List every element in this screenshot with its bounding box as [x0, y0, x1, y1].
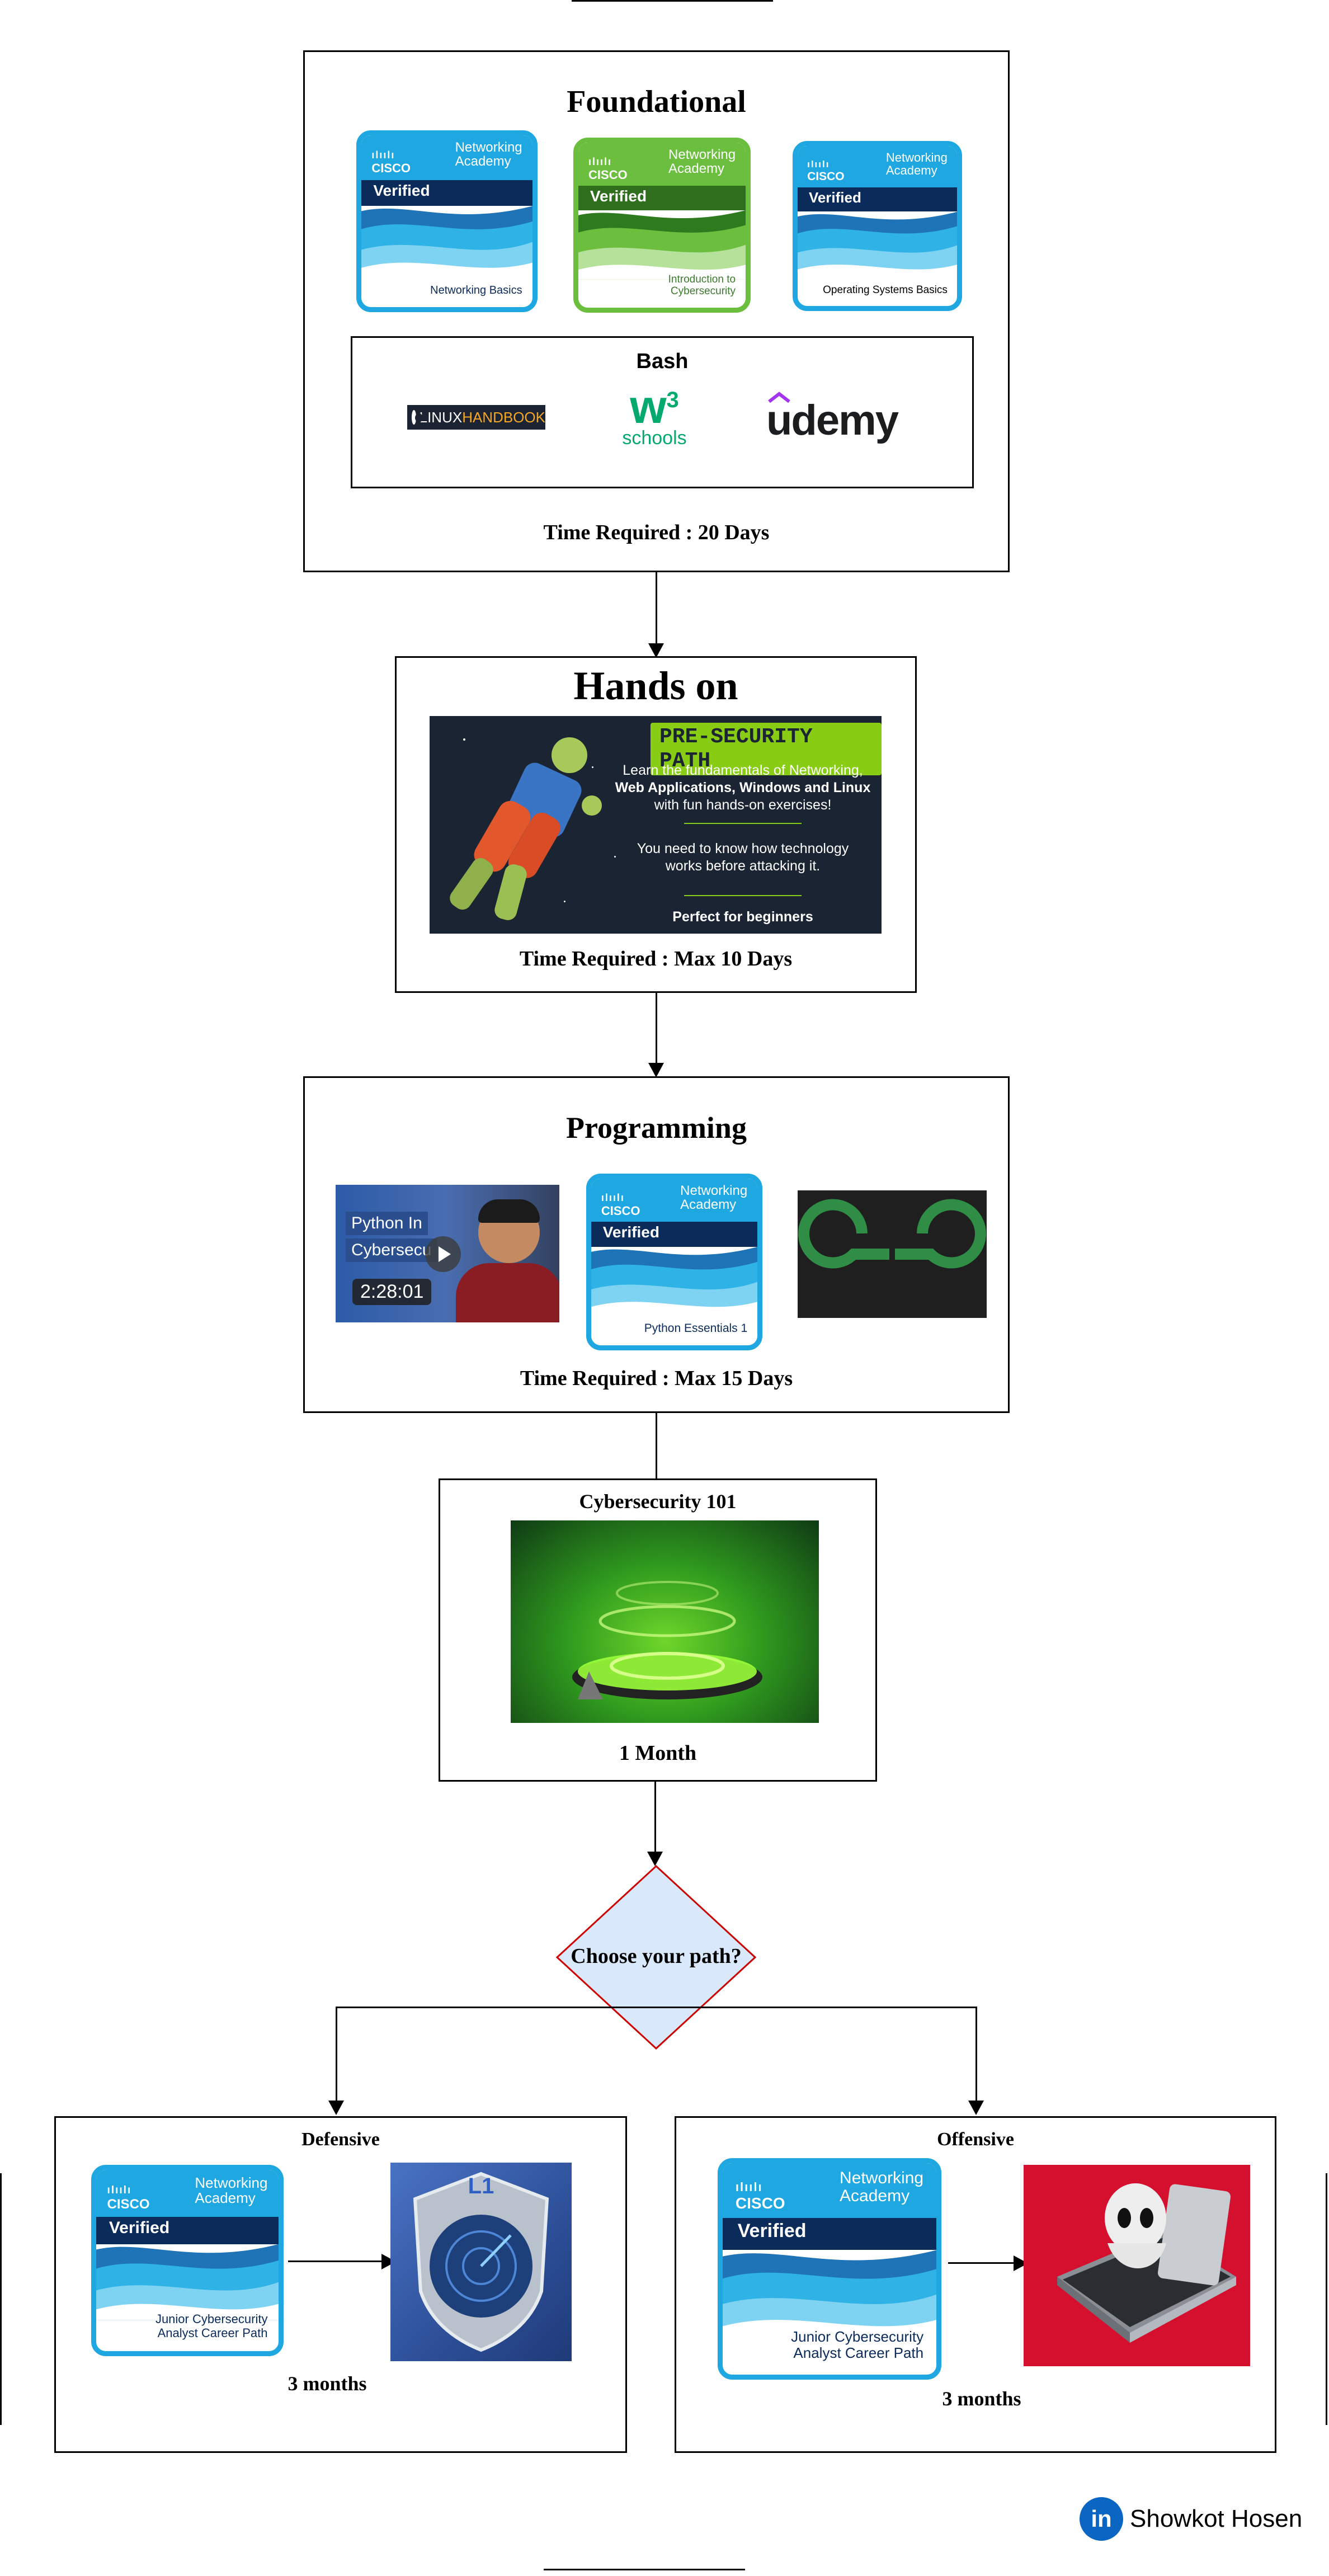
decision-diamond — [556, 1865, 756, 2050]
banner-divider — [684, 823, 802, 824]
play-icon[interactable] — [425, 1236, 461, 1272]
arrow-to-programming — [648, 1063, 664, 1077]
bottom-divider — [544, 2569, 745, 2570]
astronaut-icon — [450, 737, 602, 920]
cisco-bars-icon: ılıılı — [107, 2184, 132, 2196]
foundational-title: Foundational — [567, 84, 746, 119]
connector-foundational-handson — [656, 572, 657, 653]
author-credit[interactable]: in Showkot Hosen — [1080, 2497, 1314, 2541]
connector-programming-cyber101 — [656, 1413, 657, 1480]
top-divider — [572, 0, 773, 2]
cisco-bars-icon: ılıılı — [601, 1192, 625, 1203]
arrow-to-handson — [648, 643, 664, 658]
cisco-badge-junior-cyber-offensive: ılıılı CISCO Networking Academy Verified… — [718, 2158, 941, 2380]
programming-time: Time Required : Max 15 Days — [520, 1367, 793, 1390]
offensive-title: Offensive — [937, 2129, 1014, 2150]
verified-label: Verified — [808, 189, 861, 206]
verified-label: Verified — [737, 2220, 807, 2242]
penguin-icon — [412, 410, 423, 425]
verified-label: Verified — [109, 2219, 170, 2238]
branch-horizontal — [336, 2007, 977, 2008]
cisco-bars-icon: ılıılı — [807, 158, 830, 169]
arrow-to-defensive — [328, 2101, 344, 2115]
soc-level1-shield[interactable]: L1 — [390, 2163, 572, 2361]
decision-label: Choose your path? — [571, 1944, 742, 1968]
cisco-badge-networking-basics: ılıılı CISCO Networking Academy Verified… — [356, 130, 538, 312]
defensive-arrow-line — [288, 2261, 383, 2262]
branch-right — [975, 2007, 977, 2102]
programming-title: Programming — [566, 1111, 747, 1145]
badge-waves — [798, 211, 957, 279]
banner-heading: PRE-SECURITY PATH — [651, 723, 882, 775]
offensive-time: 3 months — [942, 2387, 1021, 2410]
right-edge-line — [1326, 2173, 1327, 2425]
udemy-logo[interactable]: udemy — [766, 392, 901, 444]
verified-label: Verified — [590, 187, 647, 205]
cisco-badge-junior-cyber-defensive: ılıılı CISCO Networking Academy Verified… — [91, 2165, 284, 2356]
cisco-bars-icon: ılıılı — [735, 2180, 763, 2194]
hacker-laptop-image[interactable] — [1024, 2165, 1250, 2366]
cisco-bars-icon: ılıılı — [588, 156, 612, 167]
badge-waves — [96, 2244, 279, 2320]
video-duration: 2:28:01 — [352, 1279, 432, 1305]
banner-divider — [684, 895, 802, 896]
linkedin-icon[interactable]: in — [1080, 2497, 1123, 2541]
badge-waves — [361, 205, 532, 278]
cyber101-title: Cybersecurity 101 — [579, 1490, 737, 1513]
hands-on-title: Hands on — [573, 663, 738, 708]
arrow-to-offensive — [968, 2101, 984, 2115]
verified-label: Verified — [373, 181, 430, 199]
author-name: Showkot Hosen — [1130, 2505, 1303, 2532]
hands-on-time: Time Required : Max 10 Days — [519, 947, 793, 971]
python-video-thumbnail[interactable]: Python In Cybersecu 2:28:01 — [336, 1185, 559, 1322]
cisco-bars-icon: ılıılı — [371, 149, 395, 161]
cyber101-image[interactable] — [511, 1520, 819, 1723]
badge-waves — [591, 1247, 757, 1317]
glowing-platform-icon — [572, 1581, 762, 1699]
connector-cyber101-decision — [654, 1782, 656, 1860]
ghost-laptop-icon — [1057, 2183, 1236, 2343]
udemy-hat-icon — [768, 392, 790, 403]
foundational-time: Time Required : 20 Days — [543, 521, 770, 544]
offensive-arrow-line — [948, 2262, 1015, 2264]
pre-security-banner[interactable]: PRE-SECURITY PATH Learn the fundamentals… — [430, 716, 882, 934]
gfg-icon — [798, 1199, 986, 1269]
arrow-to-decision — [647, 1852, 663, 1866]
left-edge-line — [0, 2173, 2, 2425]
verified-label: Verified — [602, 1223, 659, 1241]
badge-waves — [723, 2249, 936, 2339]
shield-radar-icon — [413, 2172, 549, 2352]
cisco-badge-intro-cybersecurity: ılıılı CISCO Networking Academy Verified… — [573, 138, 751, 313]
badge-waves — [578, 210, 746, 280]
cyber101-time: 1 Month — [619, 1741, 697, 1765]
branch-left — [336, 2007, 337, 2102]
defensive-time: 3 months — [288, 2372, 367, 2395]
bash-title: Bash — [636, 350, 689, 373]
defensive-title: Defensive — [301, 2129, 380, 2150]
cisco-badge-os-basics: ılıılı CISCO Networking Academy Verified… — [793, 141, 962, 311]
cisco-badge-python-essentials: ılıılı CISCO Networking Academy Verified… — [586, 1174, 762, 1350]
geeksforgeeks-logo[interactable] — [798, 1190, 987, 1318]
connector-handson-programming — [656, 993, 657, 1074]
w3schools-logo[interactable]: w3 schools — [622, 380, 687, 449]
